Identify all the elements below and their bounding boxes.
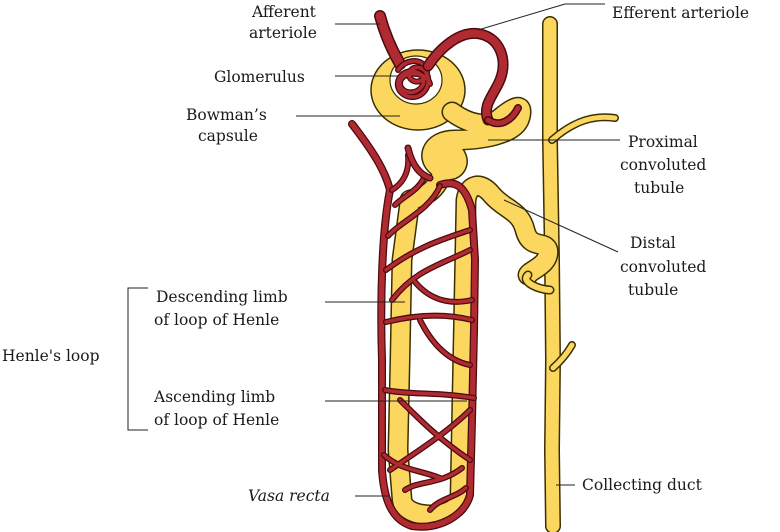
afferent-arteriole: [374, 10, 406, 70]
dct-label-line2: convoluted: [620, 258, 706, 276]
collecting-duct: [542, 16, 619, 532]
dct-label: Distal: [630, 234, 676, 252]
efferent-arteriole: [422, 27, 522, 128]
labels: Afferent arteriole Efferent arteriole Gl…: [2, 3, 749, 505]
afferent-arteriole-label-line2: arteriole: [249, 24, 317, 42]
pct-label-line2: convoluted: [620, 156, 706, 174]
bowmans-capsule-label-line2: capsule: [198, 127, 258, 145]
vasa-recta: [348, 120, 479, 531]
glomerulus: [394, 58, 433, 100]
afferent-arteriole-label: Afferent: [251, 3, 317, 21]
collecting-duct-label: Collecting duct: [582, 476, 703, 494]
vasa-recta-label: Vasa recta: [248, 487, 330, 505]
bowmans-capsule-label: Bowman’s: [186, 106, 267, 124]
ascending-limb-label: Ascending limb: [153, 388, 275, 406]
glomerulus-label: Glomerulus: [214, 68, 305, 86]
dct-label-line3: tubule: [628, 281, 678, 299]
renal-tubule: [387, 96, 559, 526]
pct-label-line3: tubule: [634, 179, 684, 197]
ascending-limb-label-line2: of loop of Henle: [154, 411, 279, 429]
descending-limb-label-line2: of loop of Henle: [154, 311, 279, 329]
descending-limb-label: Descending limb: [156, 288, 288, 306]
henles-loop-label: Henle's loop: [2, 347, 100, 365]
leader-lines: [127, 3, 620, 497]
pct-label: Proximal: [628, 133, 698, 151]
efferent-arteriole-label: Efferent arteriole: [612, 4, 749, 22]
